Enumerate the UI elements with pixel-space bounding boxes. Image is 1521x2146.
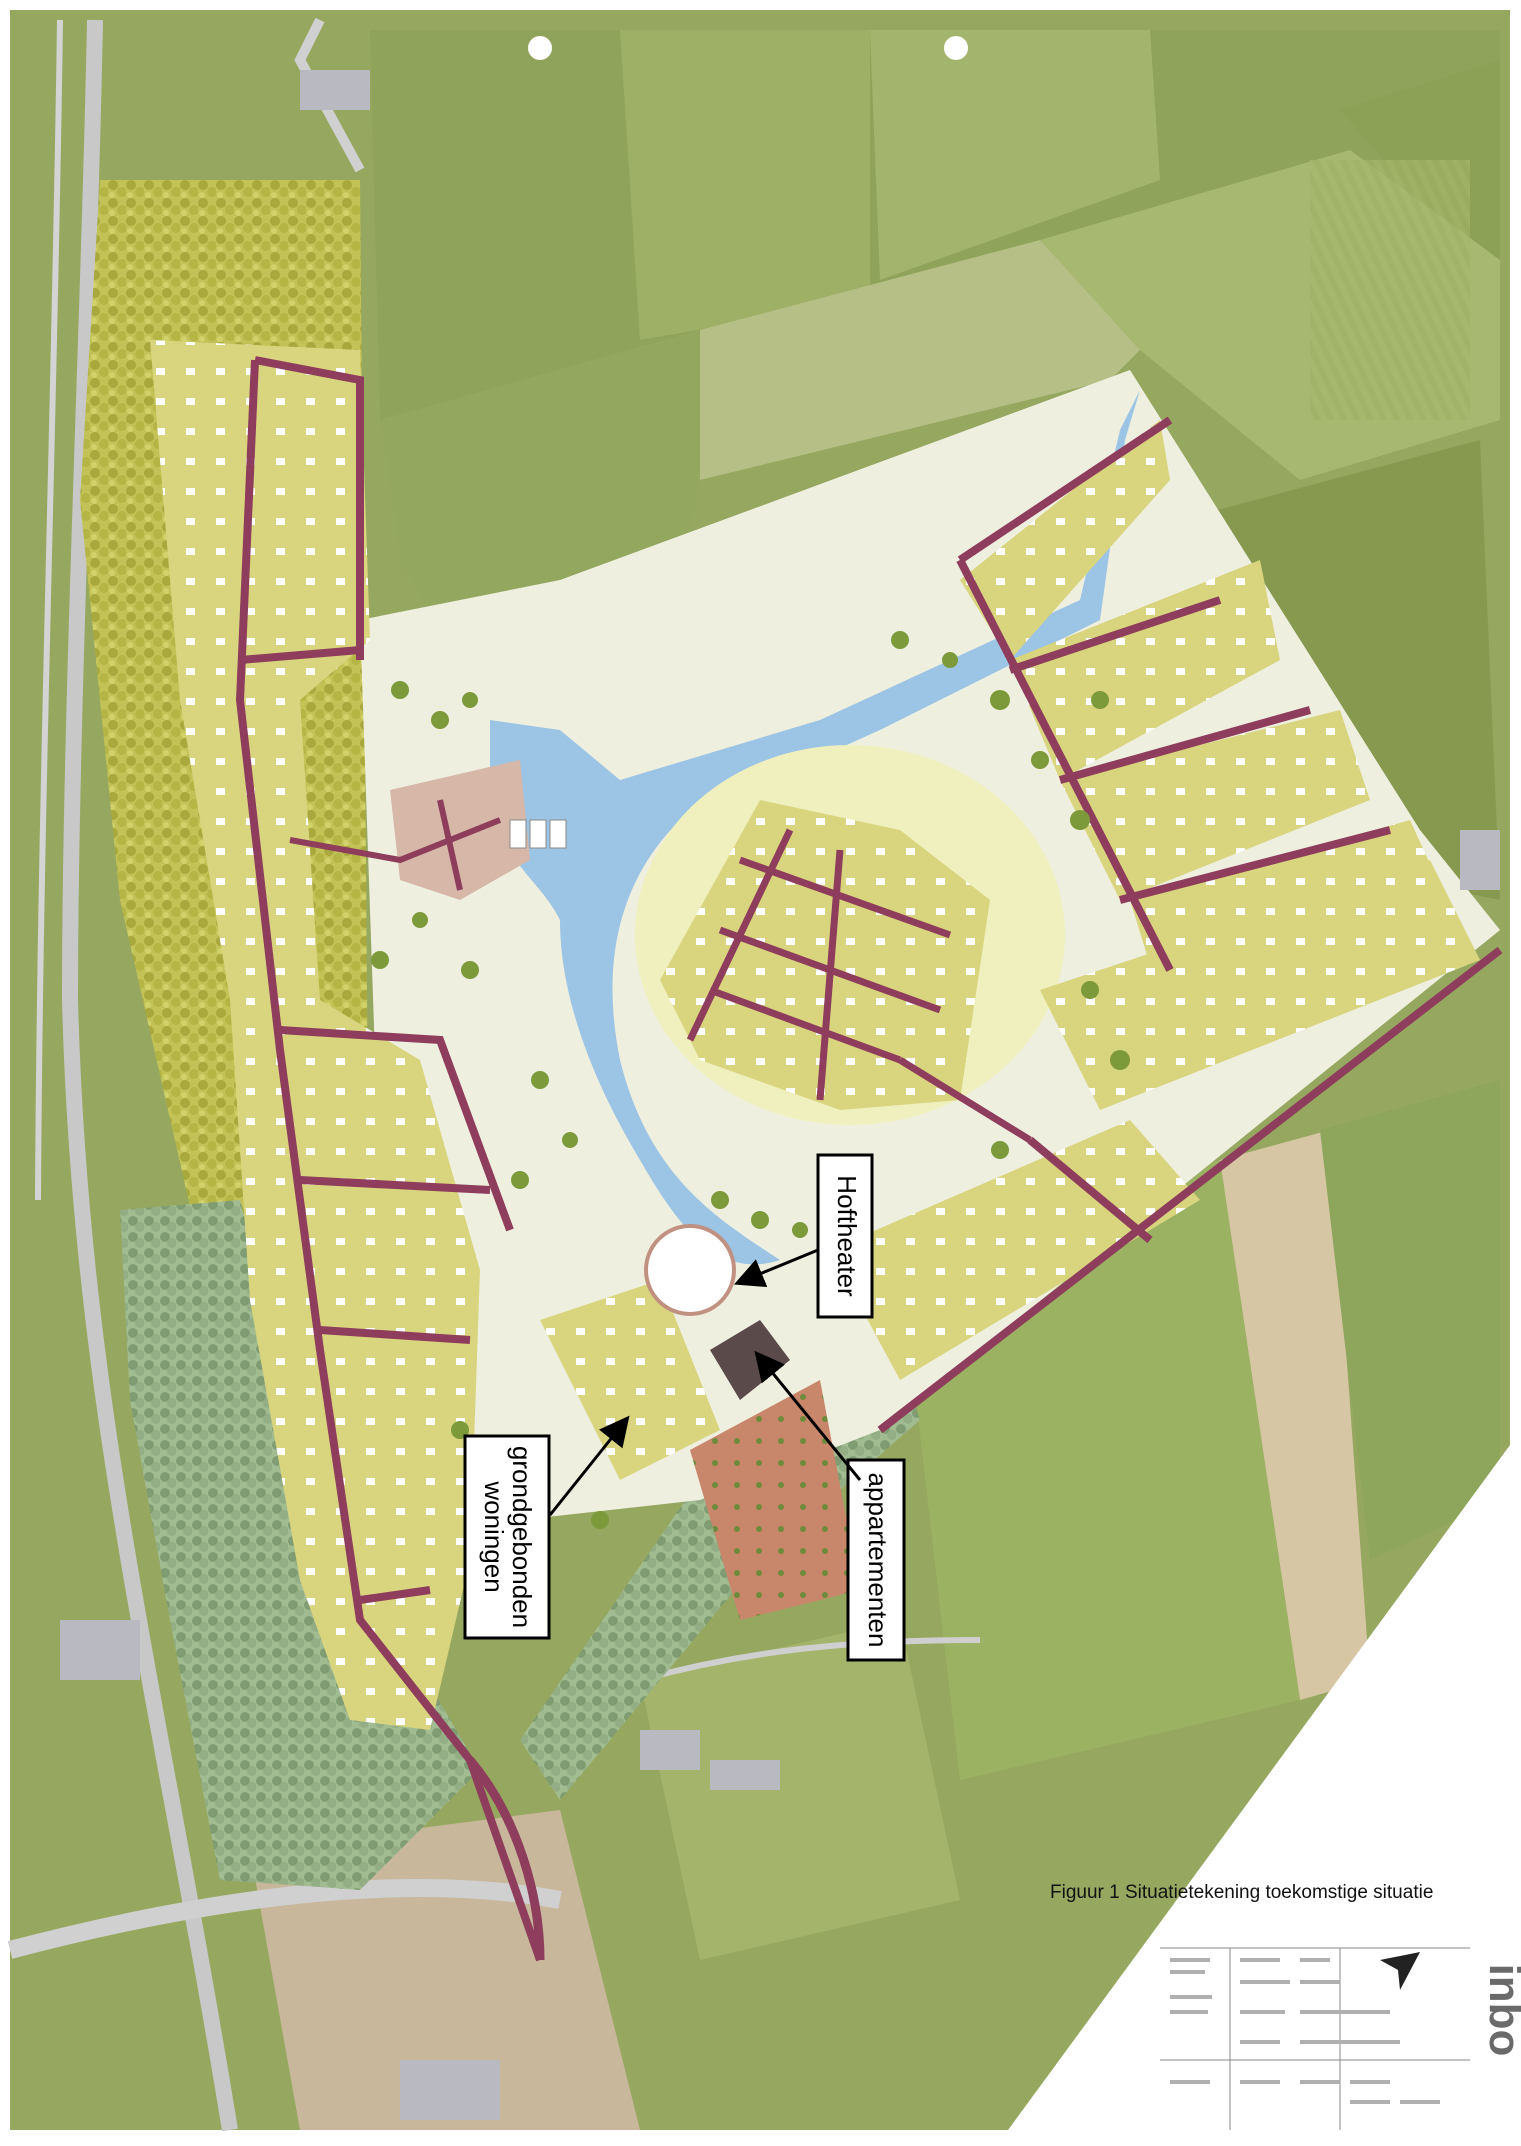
exit-road [466, 1757, 545, 1961]
hoftheater-arrow [733, 1248, 819, 1288]
external-buildings [60, 70, 1500, 2120]
binder-hole-right [944, 36, 968, 60]
grondgebonden-text-line1: grondgebonden [507, 1446, 537, 1628]
appartementen-label: appartementen [846, 1458, 906, 1662]
apartment-building [710, 1320, 790, 1400]
orchard [690, 1380, 860, 1620]
scattered-trees [371, 631, 1130, 1529]
hoftheater-text: Hoftheater [832, 1175, 862, 1297]
pond-cluster [390, 760, 530, 900]
north-arrow-icon [1380, 1952, 1420, 1990]
grondgebonden-label: grondgebonden woningen [463, 1434, 551, 1640]
canal-water [490, 390, 1140, 1265]
title-block [1160, 1947, 1470, 2130]
figure-caption: Figuur 1 Situatietekening toekomstige si… [1050, 1882, 1434, 1903]
inbo-logo: inbo [1480, 1964, 1521, 2057]
external-roads [7, 17, 981, 2132]
grondgebonden-arrow [548, 1415, 630, 1516]
right-streets [877, 416, 1503, 1434]
central-streets [686, 828, 1032, 1143]
grondgebonden-cluster [540, 1280, 720, 1480]
appartementen-text: appartementen [863, 1473, 893, 1648]
hoftheater-label: Hoftheater [816, 1153, 874, 1319]
central-housing-block [660, 800, 990, 1110]
binder-hole-left [528, 36, 552, 60]
right-residential-zone [830, 420, 1480, 1380]
appartementen-arrow [754, 1350, 862, 1481]
hoftheater-building [644, 1224, 736, 1316]
pond-cluster-roads [289, 799, 502, 891]
pond-buildings [509, 819, 567, 849]
grondgebonden-text-line2: woningen [479, 1480, 509, 1592]
